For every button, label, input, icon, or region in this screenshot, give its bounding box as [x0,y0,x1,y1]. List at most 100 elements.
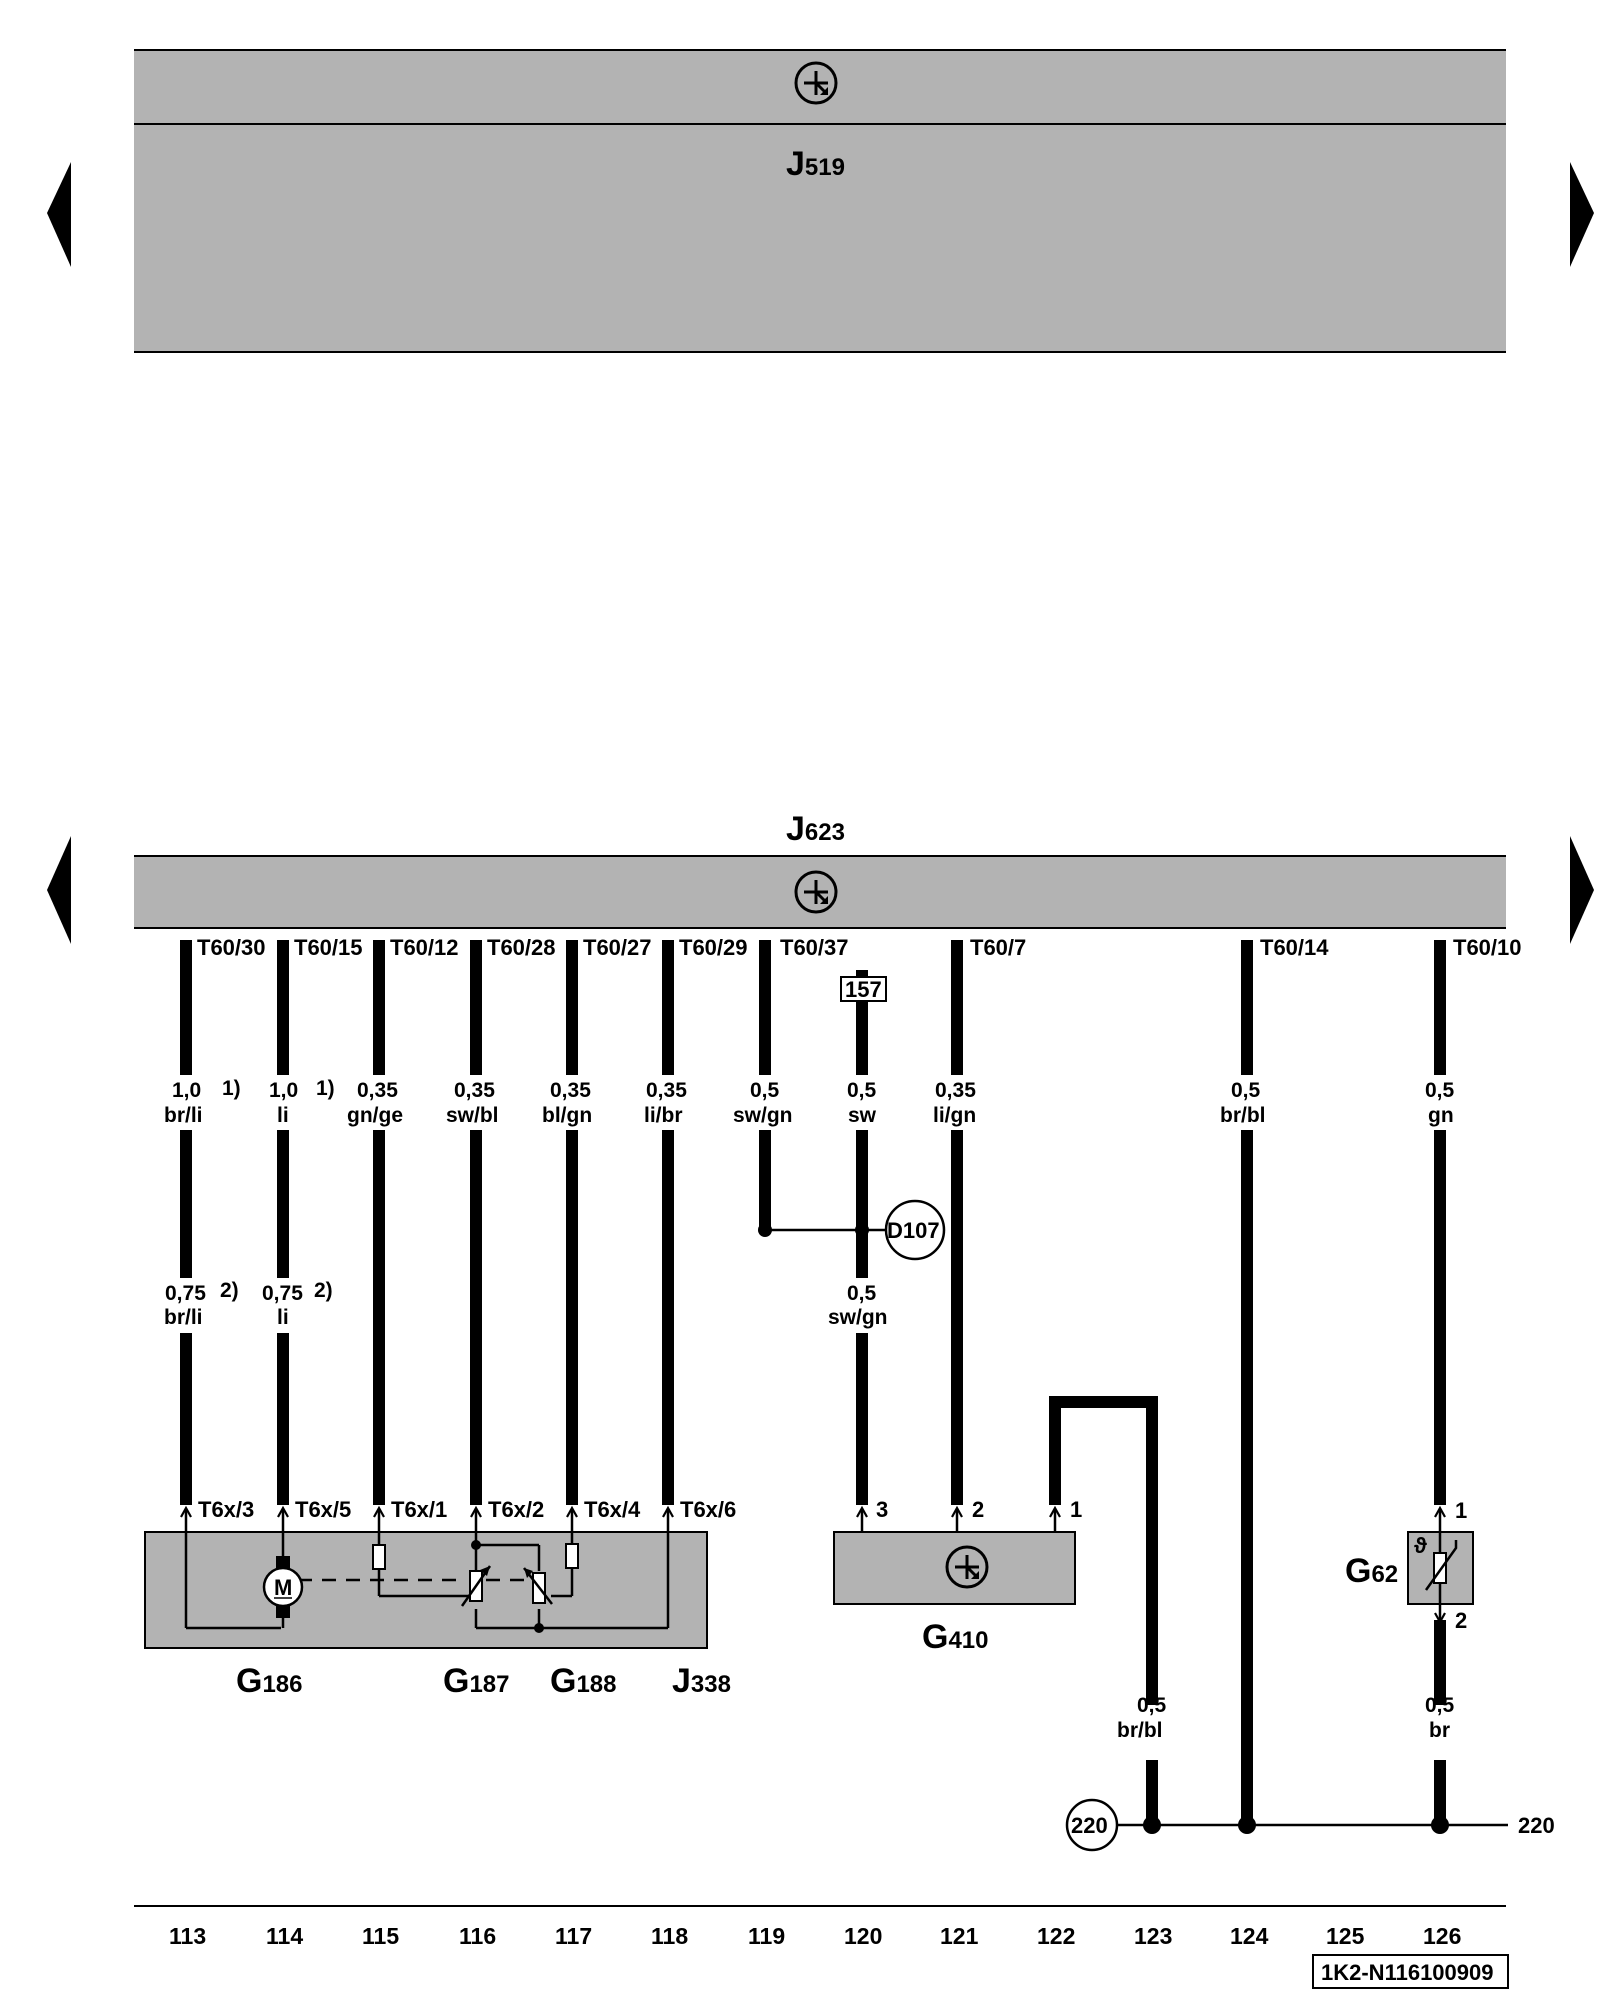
svg-text:M: M [274,1575,292,1600]
svg-text:2): 2) [220,1279,239,1302]
svg-text:bl/gn: bl/gn [542,1104,592,1127]
previous-page-arrow-2[interactable] [47,836,71,944]
svg-text:sw/gn: sw/gn [828,1306,888,1329]
svg-text:0,35: 0,35 [357,1079,398,1102]
svg-text:li: li [277,1104,289,1127]
splice-d107[interactable]: D107 [758,1199,946,1261]
svg-text:0,5: 0,5 [847,1079,877,1102]
svg-text:br/bl: br/bl [1117,1719,1163,1742]
next-page-arrow-2[interactable] [1570,836,1594,944]
svg-text:gn: gn [1428,1104,1454,1127]
component-label-g188: G188 [550,1662,617,1700]
svg-text:122: 122 [1037,1923,1075,1949]
svg-text:br/li: br/li [164,1104,203,1127]
pin-label: T60/7 [970,935,1026,960]
column-numbers: 113 114 115 116 117 118 119 120 121 122 … [169,1923,1461,1949]
svg-text:114: 114 [266,1923,303,1949]
pin-label: T60/28 [487,935,556,960]
pin-label: T60/10 [1453,935,1522,960]
component-label-g62: G62 [1345,1552,1398,1590]
ground-bus-220[interactable]: 220 220 [1065,1798,1555,1852]
motor-icon: M [262,1556,304,1618]
svg-text:116: 116 [459,1923,496,1949]
wire-set [180,940,1446,1825]
document-id-box [1312,1954,1509,1989]
svg-text:T6x/4: T6x/4 [584,1497,641,1522]
svg-text:1): 1) [316,1077,335,1100]
component-label-g410: G410 [922,1618,989,1656]
svg-text:1,0: 1,0 [269,1079,298,1102]
svg-text:T6x/5: T6x/5 [295,1497,351,1522]
component-label-g186: G186 [236,1662,303,1700]
svg-text:sw/bl: sw/bl [446,1104,499,1127]
next-page-arrow[interactable] [1570,162,1594,267]
svg-text:123: 123 [1134,1923,1172,1949]
svg-text:120: 120 [844,1923,882,1949]
module-j519: J519 [134,49,1506,353]
svg-text:li/br: li/br [644,1104,683,1127]
svg-text:125: 125 [1326,1923,1365,1949]
svg-text:T6x/1: T6x/1 [391,1497,447,1522]
pin-label: T60/15 [294,935,363,960]
component-g62: ϑ 1 2 [1407,1498,1474,1633]
temperature-icon: ϑ [1414,1533,1427,1558]
svg-text:2: 2 [972,1497,984,1522]
component-g410: 3 2 1 [833,1497,1082,1605]
pin-label: T60/37 [780,935,849,960]
svg-text:1: 1 [1455,1498,1467,1523]
svg-text:br: br [1429,1719,1450,1742]
svg-text:118: 118 [651,1923,688,1949]
svg-text:119: 119 [748,1923,785,1949]
svg-text:0,35: 0,35 [550,1079,591,1102]
svg-text:0,5: 0,5 [1137,1694,1167,1717]
svg-text:li/gn: li/gn [933,1104,976,1127]
previous-page-arrow[interactable] [47,162,71,267]
svg-text:0,5: 0,5 [847,1282,877,1305]
module-j623-label: J623 [786,810,845,848]
svg-text:117: 117 [555,1923,592,1949]
svg-text:0,5: 0,5 [1425,1079,1455,1102]
splice-label: D107 [887,1218,940,1243]
svg-text:0,75: 0,75 [262,1282,303,1305]
pin-label: T60/12 [390,935,459,960]
svg-text:T6x/3: T6x/3 [198,1497,254,1522]
component-label-g187: G187 [443,1662,510,1700]
svg-text:0,5: 0,5 [1231,1079,1261,1102]
wire-labels-lower: 0,75 2) br/li 0,75 2) li 0,5 sw/gn 0,5 br/… [164,1279,1455,1742]
pin-label: T60/30 [197,935,266,960]
component-label-j338: J338 [672,1662,731,1700]
svg-text:sw: sw [848,1104,877,1127]
ground-label: 220 [1071,1813,1108,1838]
svg-text:124: 124 [1230,1923,1269,1949]
svg-text:3: 3 [876,1497,888,1522]
svg-text:sw/gn: sw/gn [733,1104,793,1127]
module-j519-label: J519 [786,145,845,183]
svg-text:li: li [277,1306,289,1329]
reference-box[interactable] [840,976,887,1002]
svg-text:br/bl: br/bl [1220,1104,1266,1127]
svg-text:0,35: 0,35 [646,1079,687,1102]
svg-text:1,0: 1,0 [172,1079,201,1102]
svg-text:121: 121 [940,1923,979,1949]
svg-text:1): 1) [222,1077,241,1100]
svg-text:0,5: 0,5 [750,1079,780,1102]
pin-label: T60/29 [679,935,748,960]
svg-text:0,5: 0,5 [1425,1694,1455,1717]
svg-text:T6x/6: T6x/6 [680,1497,736,1522]
svg-text:2: 2 [1455,1608,1467,1633]
svg-text:113: 113 [169,1923,206,1949]
j623-connectors: T60/30 T60/15 T60/12 T60/28 T60/27 T60/2… [179,935,1522,960]
svg-text:115: 115 [362,1923,399,1949]
svg-text:T6x/2: T6x/2 [488,1497,544,1522]
svg-text:126: 126 [1423,1923,1461,1949]
reference-box-label: 157 [845,977,882,1002]
wire-labels-upper: 1,0 1) br/li 1,0 1) li 0,35 gn/ge 0,35 sw/… [164,1077,1455,1127]
pin-label: T60/14 [1260,935,1329,960]
svg-text:0,35: 0,35 [935,1079,976,1102]
svg-text:2): 2) [314,1279,333,1302]
svg-text:1: 1 [1070,1497,1082,1522]
svg-text:br/li: br/li [164,1306,203,1329]
svg-text:gn/ge: gn/ge [347,1104,403,1127]
svg-text:0,75: 0,75 [165,1282,206,1305]
